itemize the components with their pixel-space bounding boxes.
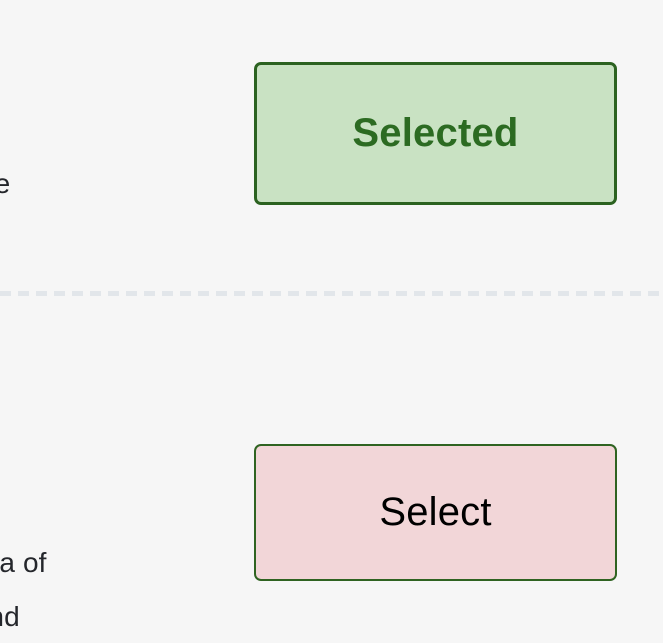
selected-button[interactable]: Selected [254,62,617,205]
select-button[interactable]: Select [254,444,617,581]
description-line: alues) and [0,601,20,632]
description-line: ce can be [0,168,11,199]
description-line: 2 Big Idea of [0,547,47,578]
description-line: ation. [0,211,188,265]
upper-option-description: ce can be ation. [0,157,188,265]
dashed-divider [0,291,663,296]
lower-option-description: ession 2 Big Idea of alues) and [0,482,188,643]
description-line: ession [0,482,188,536]
